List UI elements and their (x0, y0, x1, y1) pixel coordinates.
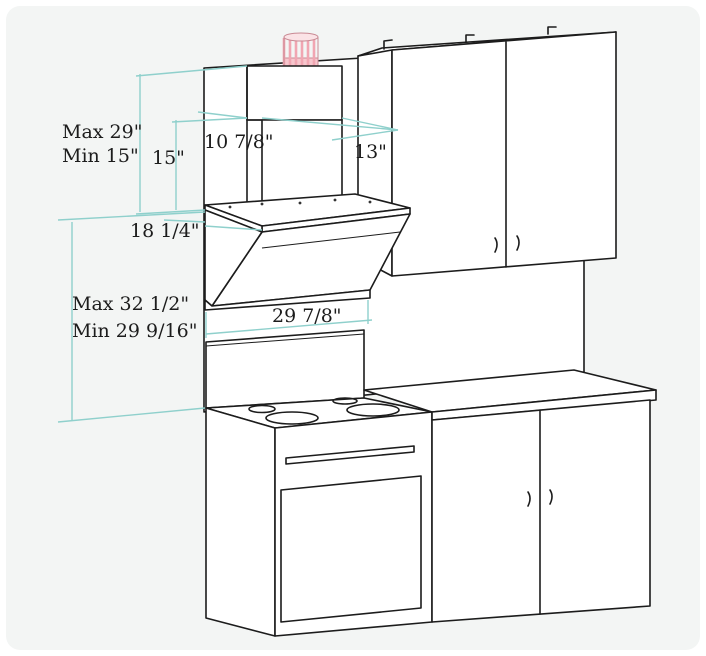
cabinet-handle-right (516, 235, 520, 251)
dimension-lines (57, 65, 399, 423)
base-handle-left (527, 491, 531, 507)
burner-back-right (346, 403, 400, 417)
hood-width-label: 29 7/8" (272, 305, 342, 327)
chimney-width-label: 10 7/8" (204, 131, 274, 153)
cabinet-handle-left (494, 237, 498, 253)
oven-handle (285, 445, 415, 465)
chimney-max-label: Max 29" (62, 121, 142, 143)
burner-front-right (332, 397, 358, 405)
range-hood (204, 193, 411, 311)
hood-depth-label: 18 1/4" (130, 220, 200, 242)
dimension-labels: Max 29" Min 15" 15" 10 7/8" 13" 18 1/4" … (62, 121, 387, 342)
burner-front-left (248, 404, 276, 414)
burner-back-left (265, 411, 319, 425)
chimney-min-label: Min 15" (62, 145, 139, 167)
lower-cabinet (363, 369, 657, 623)
upper-cabinet (357, 26, 617, 277)
oven-door (280, 475, 422, 623)
chimney-depth-label: 13" (354, 141, 387, 163)
stove (205, 329, 433, 637)
base-handle-right (549, 489, 553, 505)
chimney (246, 32, 343, 211)
install-max-label: Max 32 1/2" (72, 293, 189, 315)
install-min-label: Min 29 9/16" (72, 320, 197, 342)
chimney-section-label: 15" (152, 147, 185, 169)
